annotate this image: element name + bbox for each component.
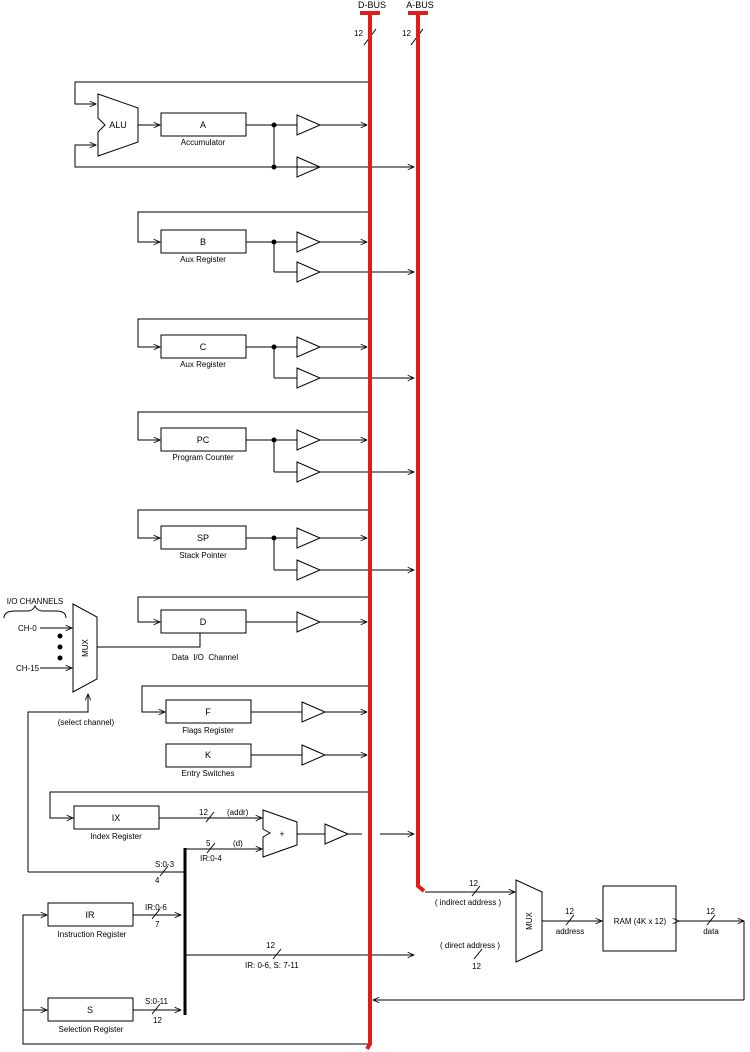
register-ix-letter: IX <box>112 813 121 823</box>
channel-ellipsis-dot <box>57 644 63 650</box>
data-label: data <box>703 927 719 936</box>
direct-address-label: ( direct address ) <box>440 941 500 950</box>
direct-address-width: 12 <box>472 962 481 971</box>
ir-output-width: 7 <box>155 920 160 929</box>
memory-mux-label: MUX <box>525 911 534 929</box>
address-width: 12 <box>565 907 574 916</box>
io-channels-brace <box>3 604 67 619</box>
register-ir-letter: IR <box>86 910 96 920</box>
register-b-letter: B <box>200 237 206 247</box>
a-bus-line <box>416 13 426 893</box>
register-b-name: Aux Register <box>180 255 226 264</box>
register-ir-name: Instruction Register <box>58 930 127 939</box>
register-a-name: Accumulator <box>181 138 226 147</box>
direct-width-top: 12 <box>266 941 275 950</box>
register-pc-name: Program Counter <box>172 453 234 462</box>
register-s-name: Selection Register <box>59 1025 124 1034</box>
s-output-width: 12 <box>153 1016 162 1025</box>
channel-ellipsis-dot <box>57 633 63 639</box>
register-c-letter: C <box>200 342 207 352</box>
register-sp-name: Stack Pointer <box>179 551 227 560</box>
io-mux-shape <box>72 603 98 693</box>
a-bus-label: A-BUS <box>406 0 434 10</box>
channel-first-label: CH-0 <box>18 624 37 633</box>
buffer-icon <box>296 527 322 549</box>
buffer-icon <box>296 367 322 389</box>
indirect-address-label: ( indirect address ) <box>435 898 502 907</box>
register-d-letter: D <box>200 617 207 627</box>
register-k-name: Entry Switches <box>182 769 235 778</box>
adder-d-source: IR:0-4 <box>200 854 222 863</box>
adder-addr-label: (addr) <box>227 808 249 817</box>
register-f-letter: F <box>205 707 211 717</box>
a-bus-width: 12 <box>402 29 411 38</box>
indirect-width: 12 <box>469 879 478 888</box>
io-channels-title: I/O CHANNELS <box>7 597 63 606</box>
register-c-name: Aux Register <box>180 360 226 369</box>
d-bus-width: 12 <box>354 29 363 38</box>
d-bus-line <box>365 13 372 1051</box>
alu-shape <box>97 93 139 157</box>
buffer-icon <box>301 744 327 766</box>
buffer-icon <box>296 261 322 283</box>
io-mux-label: MUX <box>81 638 90 656</box>
s-select-field: S:0-3 <box>155 860 175 869</box>
adder-d-width: 5 <box>206 839 211 848</box>
buffer-icon <box>296 156 322 178</box>
channel-last-label: CH-15 <box>16 664 40 673</box>
adder-shape <box>262 809 298 858</box>
buffer-icon <box>296 429 322 451</box>
data-width: 12 <box>706 907 715 916</box>
buffer-icon <box>296 231 322 253</box>
adder-addr-width: 12 <box>199 808 208 817</box>
address-label: address <box>556 927 584 936</box>
register-ix-name: Index Register <box>90 832 142 841</box>
select-channel-label: (select channel) <box>58 718 115 727</box>
buffer-icon <box>296 559 322 581</box>
register-d-name: Data I/O Channel <box>172 653 238 662</box>
direct-source: IR: 0-6, S: 7-11 <box>245 961 299 970</box>
s-select-width: 4 <box>155 876 160 885</box>
alu-label: ALU <box>109 120 127 130</box>
register-pc-letter: PC <box>197 435 210 445</box>
s-output-field: S:0-11 <box>145 997 169 1006</box>
channel-ellipsis-dot <box>57 655 63 661</box>
ram-label: RAM (4K x 12) <box>614 917 667 926</box>
buffer-icon <box>301 701 327 723</box>
register-k-letter: K <box>205 750 211 760</box>
buffer-icon <box>324 823 350 845</box>
register-f-name: Flags Register <box>182 726 234 735</box>
ir-output-field: IR:0-6 <box>145 903 167 912</box>
d-bus-label: D-BUS <box>358 0 386 10</box>
buffer-icon <box>296 114 322 136</box>
adder-d-label: (d) <box>233 839 243 848</box>
buffer-icon <box>296 611 322 633</box>
adder-symbol: + <box>279 829 284 839</box>
register-a-letter: A <box>200 120 206 130</box>
memory-mux-shape <box>515 879 543 963</box>
register-sp-letter: SP <box>197 533 209 543</box>
register-s-letter: S <box>87 1005 93 1015</box>
buffer-icon <box>296 461 322 483</box>
buffer-icon <box>296 336 322 358</box>
